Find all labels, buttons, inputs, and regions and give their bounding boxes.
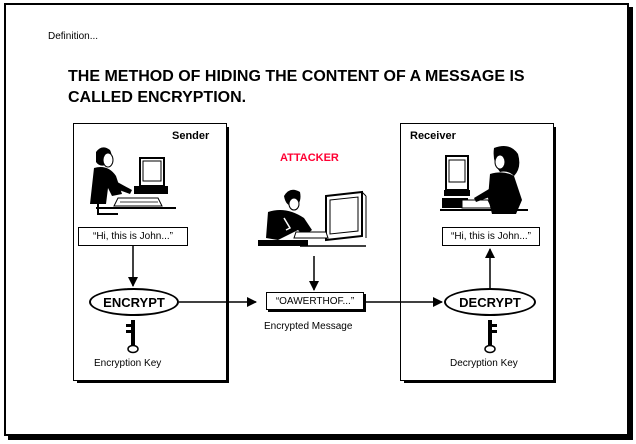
- frame-shadow-right: [629, 7, 633, 440]
- key-icon: [126, 320, 139, 354]
- key-icon: [484, 320, 497, 354]
- encrypted-message-label: Encrypted Message: [264, 321, 353, 332]
- attacker-title: ATTACKER: [280, 152, 339, 164]
- frame-shadow-bottom: [8, 436, 633, 440]
- receiver-panel: [400, 123, 554, 381]
- attacker-person-icon: [258, 189, 367, 247]
- receiver-title: Receiver: [410, 130, 456, 142]
- encrypt-ellipse: ENCRYPT: [89, 288, 179, 316]
- receiver-person-icon: [440, 146, 528, 214]
- encrypted-message-box: “OAWERTHOF...”: [266, 292, 364, 310]
- sender-person-icon: [90, 147, 176, 215]
- encryption-key-label: Encryption Key: [94, 358, 162, 369]
- sender-message-box: “Hi, this is John...”: [78, 227, 188, 246]
- receiver-message-box: “Hi, this is John...”: [442, 227, 540, 246]
- sender-title: Sender: [172, 130, 210, 142]
- decrypt-ellipse: DECRYPT: [444, 288, 536, 316]
- slide-heading: THE METHOD OF HIDING THE CONTENT OF A ME…: [68, 68, 525, 106]
- decryption-key-label: Decryption Key: [450, 358, 518, 369]
- definition-label: Definition...: [48, 31, 99, 42]
- slide-frame: [4, 3, 629, 436]
